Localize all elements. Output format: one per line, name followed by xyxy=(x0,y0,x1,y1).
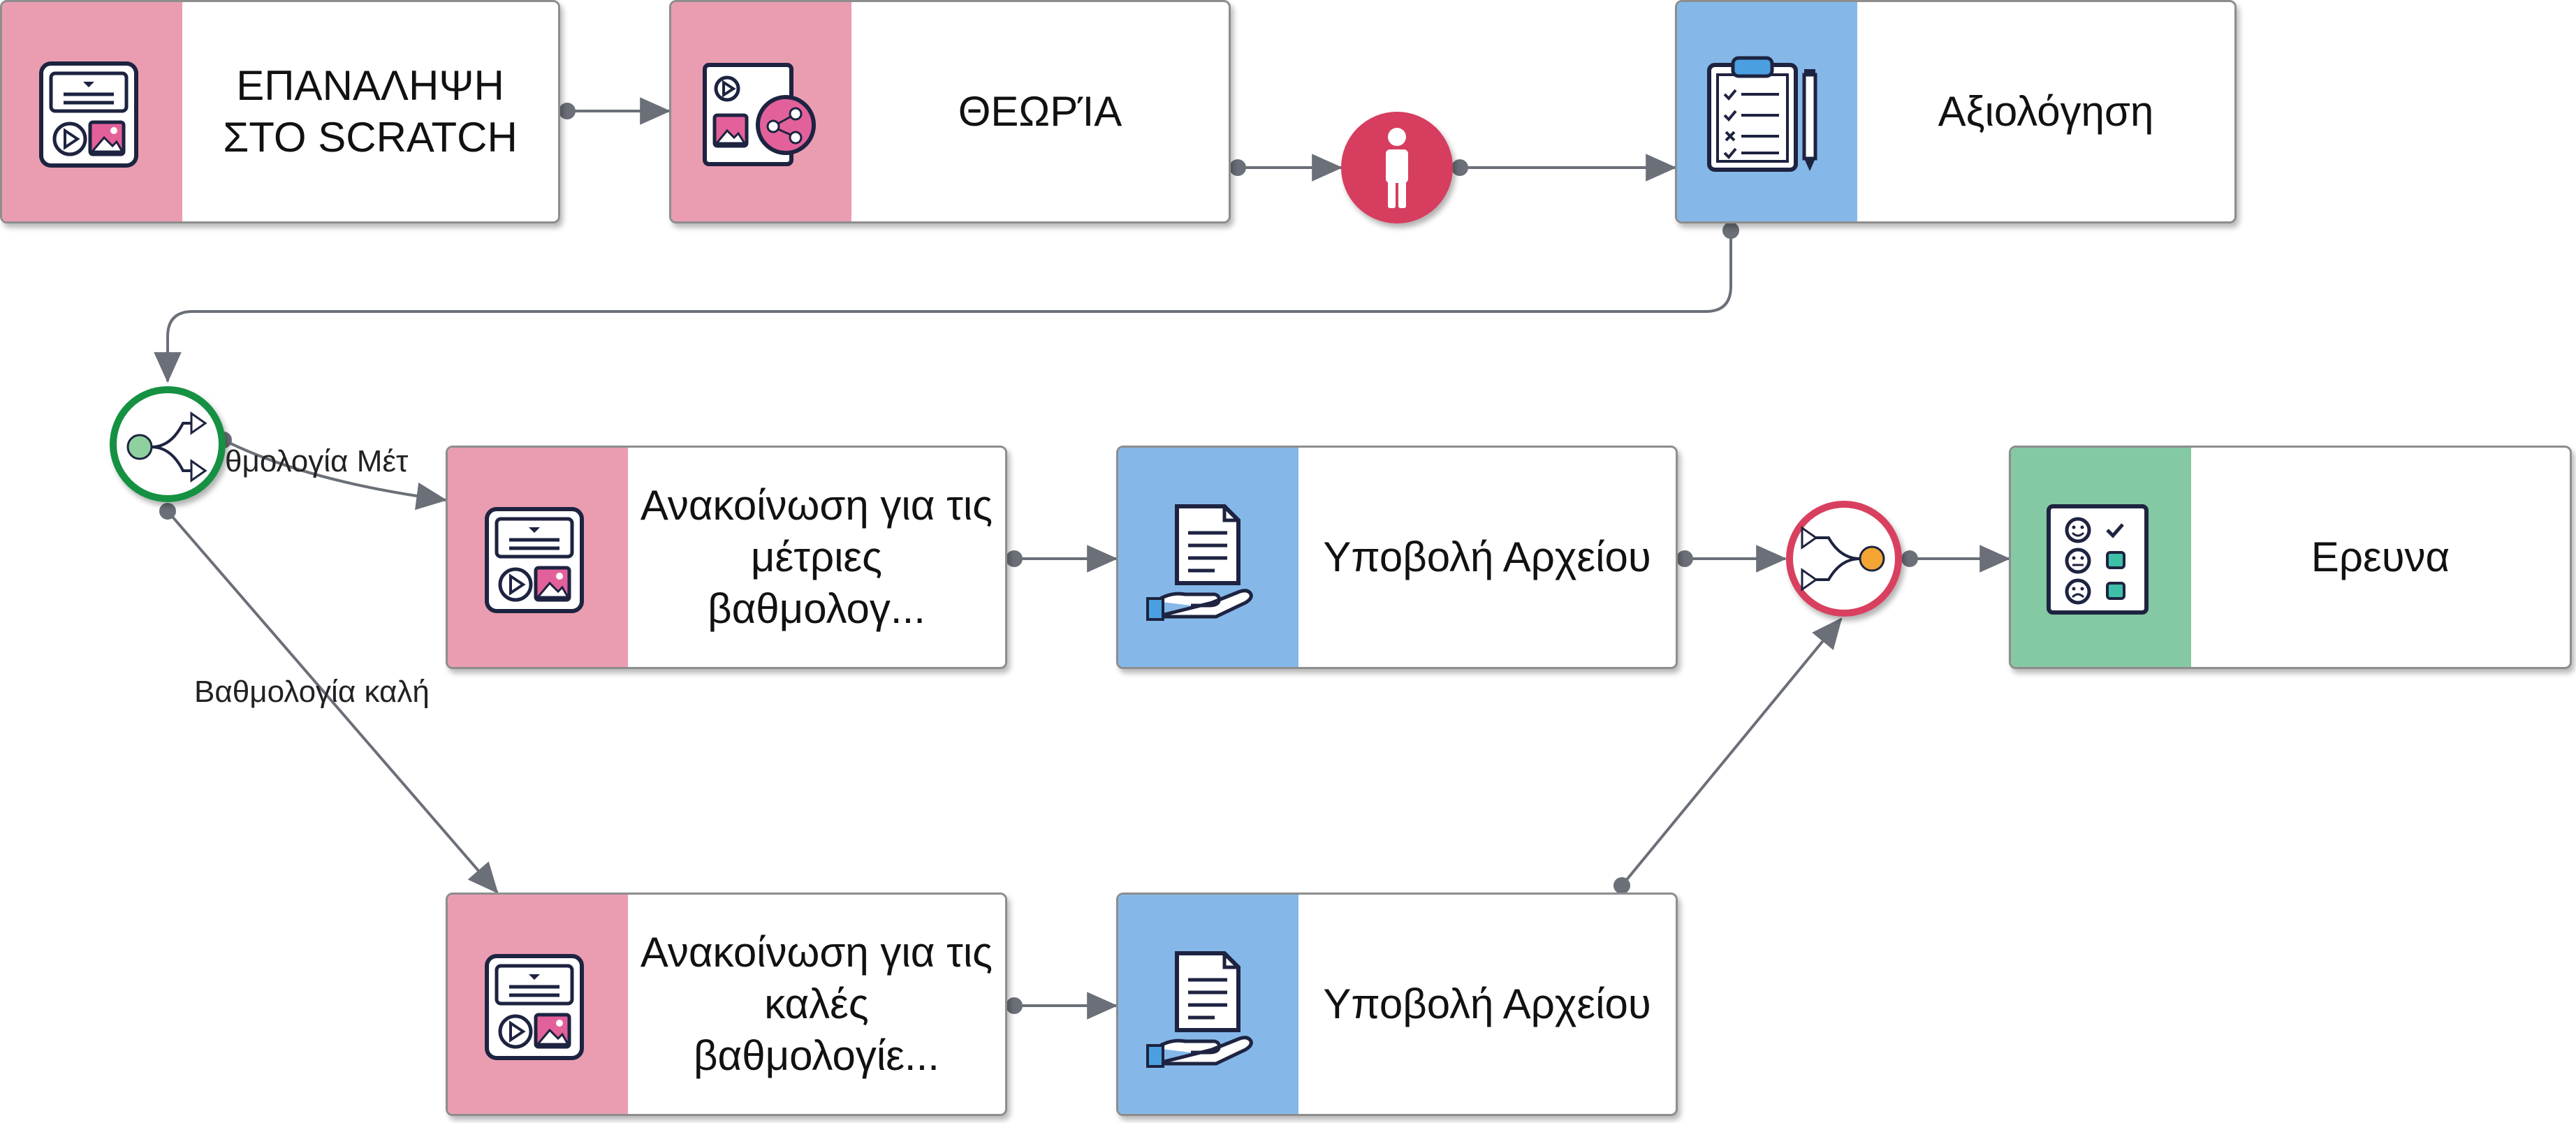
node-label: Υποβολή Αρχείου xyxy=(1323,534,1651,580)
node-label: Ανακοίνωση για τις μέτριες βαθμολογ... xyxy=(640,482,993,632)
node-label: ΘΕΩΡΊΑ xyxy=(958,88,1122,135)
edge-start-dot xyxy=(559,103,576,119)
node-file-submission-2[interactable]: Υποβολή Αρχείου xyxy=(1116,893,1678,1116)
edge-n8-merge[interactable] xyxy=(1620,617,1843,887)
person-icon xyxy=(1386,128,1408,208)
media-board-icon xyxy=(485,954,584,1060)
split-gateway-icon xyxy=(126,411,207,483)
edge-start-dot xyxy=(1901,550,1918,567)
node-label: Ανακοίνωση για τις καλές βαθμολογίε... xyxy=(640,929,993,1079)
media-board-icon xyxy=(485,507,584,613)
merge-gateway-icon xyxy=(1801,526,1885,592)
survey-faces-icon xyxy=(2047,504,2149,615)
edge-start-dot xyxy=(159,503,176,520)
media-share-icon xyxy=(703,63,816,166)
media-board-icon xyxy=(39,61,138,168)
document-hand-icon xyxy=(1146,504,1253,621)
node-announcement-medium[interactable]: Ανακοίνωση για τις μέτριες βαθμολογ... xyxy=(446,446,1007,669)
clipboard-checklist-icon xyxy=(1707,56,1817,172)
edge-start-dot xyxy=(1229,159,1246,176)
edge-label-medium-score: θμολογία Μέτ xyxy=(225,444,409,478)
node-label: Ερευνα xyxy=(2311,534,2450,580)
node-label: ΕΠΑΝΑΛΗΨΗ ΣΤΟ SCRATCH xyxy=(223,62,518,161)
node-survey[interactable]: Ερευνα xyxy=(2009,446,2572,669)
edge-start-dot xyxy=(1722,222,1739,239)
node-announcement-good[interactable]: Ανακοίνωση για τις καλές βαθμολογίε... xyxy=(446,893,1007,1116)
edge-start-dot xyxy=(1676,550,1693,567)
edge-start-dot xyxy=(1006,550,1023,567)
node-label: Αξιολόγηση xyxy=(1938,88,2154,135)
node-revision-scratch[interactable]: ΕΠΑΝΑΛΗΨΗ ΣΤΟ SCRATCH xyxy=(0,0,560,223)
edge-start-dot xyxy=(1006,997,1023,1014)
edge-split-n4[interactable] xyxy=(223,439,448,511)
node-file-submission-1[interactable]: Υποβολή Αρχείου xyxy=(1116,446,1678,669)
document-hand-icon xyxy=(1146,951,1253,1068)
node-theory[interactable]: ΘΕΩΡΊΑ xyxy=(669,0,1231,223)
merge-gateway[interactable] xyxy=(1786,501,1902,617)
node-assessment[interactable]: Αξιολόγηση xyxy=(1675,0,2237,223)
edge-start-dot xyxy=(1613,877,1630,894)
edge-n3-split[interactable] xyxy=(154,230,1732,383)
edge-split-n7[interactable] xyxy=(166,510,499,894)
edge-label-good-score: Βαθμολογία καλή xyxy=(194,675,430,709)
node-label: Υποβολή Αρχείου xyxy=(1323,981,1651,1027)
edge-start-dot xyxy=(1451,159,1468,176)
